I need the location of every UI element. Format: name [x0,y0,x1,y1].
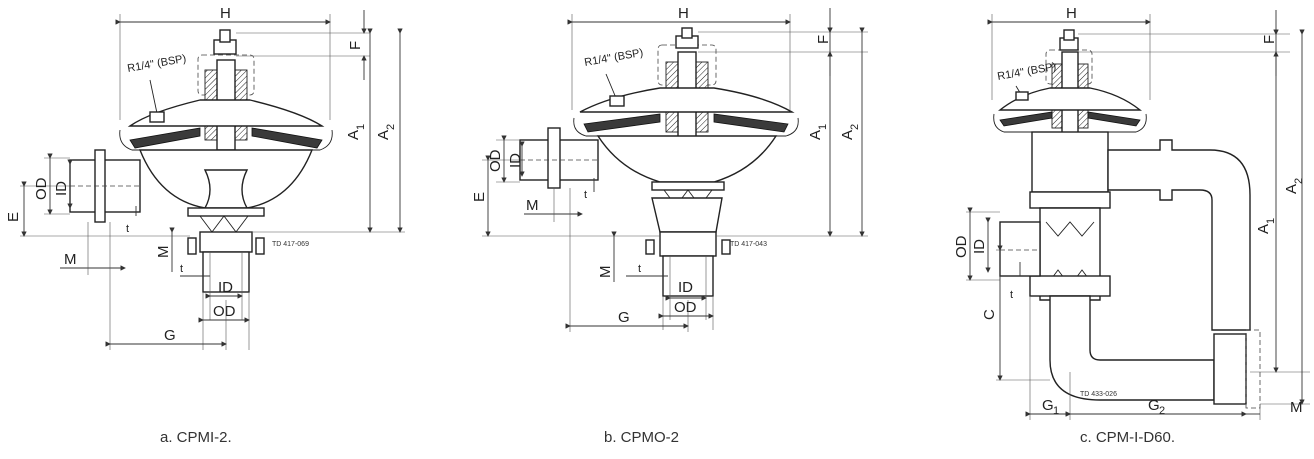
dim-t2-label: t [180,263,183,275]
dim-m-label: M [1290,399,1303,416]
thread-label: R1/4" (BSP) [583,47,644,69]
dim-g2-label: G [1148,397,1160,414]
dim-id2-label: ID [218,279,233,296]
dim-g2-sub: 2 [1159,405,1165,417]
dim-a1-sub: 1 [355,124,367,130]
drawing-ref: TD 417-043 [730,241,767,248]
dim-h-label: H [1066,5,1077,22]
dim-g1-sub: 1 [1053,405,1059,417]
dim-id-label: ID [971,239,988,254]
dim-g-label: G [164,327,176,344]
dim-a2-sub: 2 [1293,178,1305,184]
dim-g1-label: G [1042,397,1054,414]
dim-f-label: F [815,35,832,44]
dim-g-label: G [618,309,630,326]
dim-a2-label: A [1283,184,1300,194]
thread-label: R1/4" (BSP) [126,53,187,75]
dim-a2-sub: 2 [849,124,861,130]
figure-caption: a. CPMI-2. [160,429,232,446]
dim-m2-label: M [155,246,172,259]
figure-cpmo-2: H F R1/4" (BSP) A 1 A [471,5,868,446]
figure-cpmi-2: H F R1/4" [5,5,405,446]
figure-caption: c. CPM-I-D60. [1080,429,1175,446]
dim-id2-label: ID [678,279,693,296]
dim-od-label: OD [33,177,50,200]
drawing-ref: TD 417-069 [272,241,309,248]
dim-h-label: H [678,5,689,22]
dim-a1-label: A [1255,224,1272,234]
dim-a2-sub: 2 [385,124,397,130]
dim-id-label: ID [53,181,70,196]
dim-a1-label: A [345,130,362,140]
dim-m-label: M [64,251,77,268]
dim-m-label: M [526,197,539,214]
dim-a2-label: A [375,130,392,140]
dim-od-label: OD [953,235,970,258]
figure-cpm-i-d60: H F R1/4" (BSP) [953,5,1310,446]
dim-id-label: ID [507,153,524,168]
dim-a1-label: A [807,130,824,140]
thread-label: R1/4" (BSP) [996,61,1057,83]
dim-a1-sub: 1 [817,124,829,130]
dim-t-label: t [1010,289,1013,301]
dim-f-label: F [1261,35,1278,44]
dim-e-label: E [471,192,488,202]
drawing-ref: TD 433-026 [1080,391,1117,398]
dim-t-label: t [584,189,587,201]
dim-a1-sub: 1 [1265,218,1277,224]
dim-od-label: OD [487,149,504,172]
dim-od2-label: OD [213,303,236,320]
dim-c-label: C [981,309,998,320]
dim-m2-label: M [597,266,614,279]
dim-od2-label: OD [674,299,697,316]
figure-caption: b. CPMO-2 [604,429,679,446]
dim-e-label: E [5,212,22,222]
dim-f-label: F [347,41,364,50]
dim-h-label: H [220,5,231,22]
dim-a2-label: A [839,130,856,140]
dim-t-label: t [126,223,129,235]
dim-t2-label: t [638,263,641,275]
